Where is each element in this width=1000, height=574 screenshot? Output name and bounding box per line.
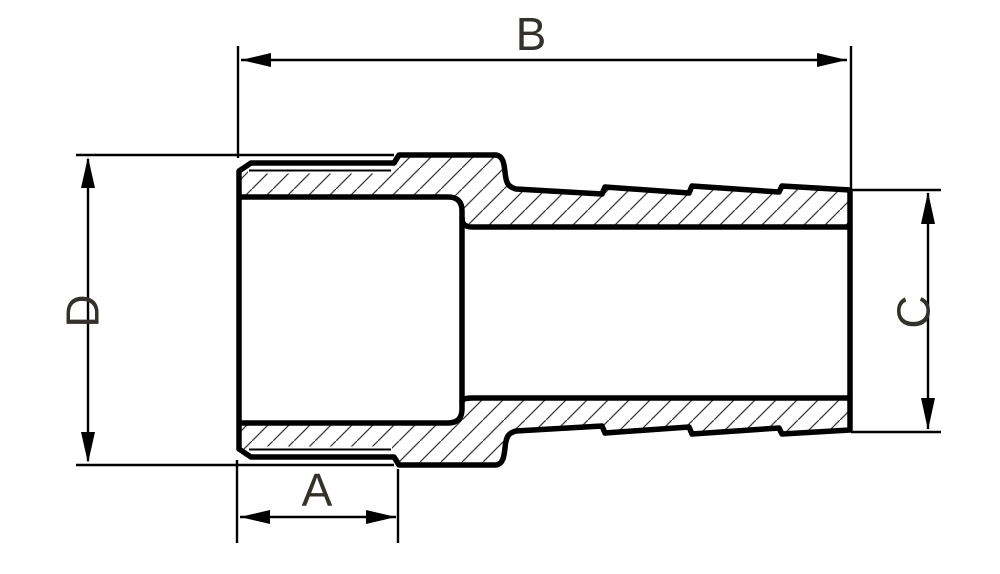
barb-bore-cavity — [462, 227, 850, 398]
dimension-d: D — [56, 153, 394, 467]
barb-bore-top-line — [459, 215, 853, 230]
dimension-b-arrow-right — [817, 53, 847, 67]
dimension-a: A — [235, 460, 400, 543]
dimension-d-arrow-up — [81, 157, 95, 188]
dimension-c-arrow-down — [921, 398, 935, 430]
dimension-b-label: B — [516, 8, 547, 60]
dimension-d-arrow-down — [81, 432, 95, 463]
dimension-d-label: D — [56, 294, 108, 327]
socket-bore-cavity — [239, 197, 462, 423]
dimension-a-arrow-left — [240, 510, 270, 524]
dimension-c: C — [849, 188, 941, 434]
dimension-c-label: C — [887, 295, 939, 328]
dimension-c-arrow-up — [921, 192, 935, 224]
dimension-a-label: A — [302, 464, 333, 516]
fitting-cross-section — [236, 152, 853, 468]
fitting-outer-profile — [236, 152, 853, 468]
dimension-b: B — [236, 8, 853, 188]
socket-bore-outline — [239, 194, 465, 426]
barb-bore-bottom-line — [459, 395, 853, 405]
dimension-a-arrow-right — [366, 510, 396, 524]
dimension-b-arrow-left — [241, 53, 271, 67]
